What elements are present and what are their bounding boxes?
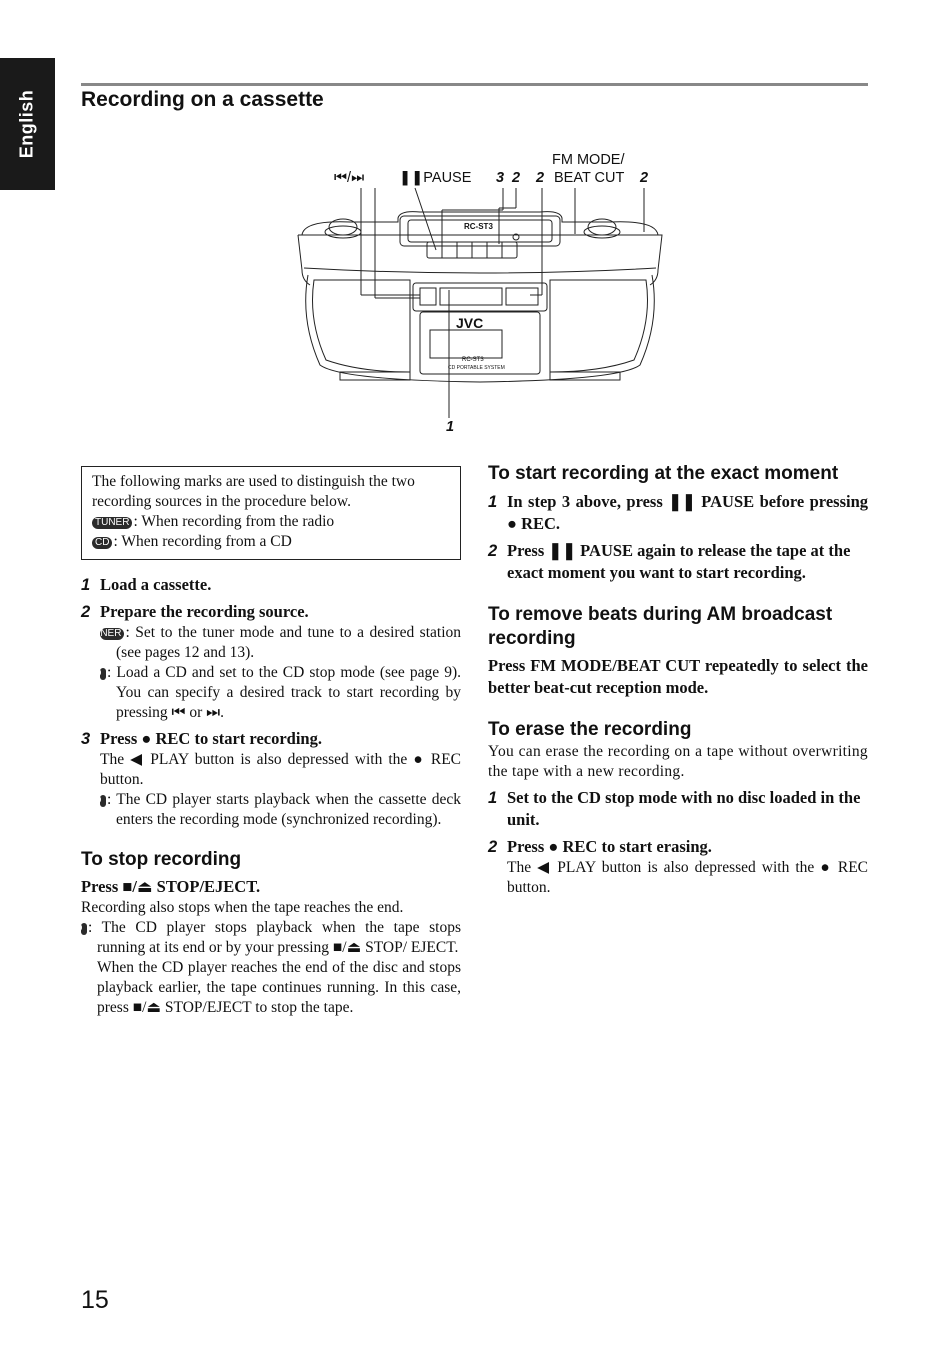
erase-body: You can erase the recording on a tape wi… (488, 743, 868, 780)
exact-step-2-text: Press ❚❚ PAUSE again to release the tape… (507, 541, 851, 582)
marks-legend-box: The following marks are used to distingu… (81, 466, 461, 560)
cd-badge: CD (68, 923, 87, 935)
model-sub-label: CD PORTABLE SYSTEM (448, 365, 505, 371)
step-3-cd-note: CD: The CD player starts playback when t… (81, 790, 461, 830)
callout-step-2c: 2 (640, 170, 649, 186)
callout-step-2b: 2 (536, 170, 545, 186)
tuner-badge: TUNER (92, 517, 133, 529)
cd-badge: CD (92, 537, 113, 549)
cd-badge: CD (87, 795, 106, 807)
exact-moment-heading: To start recording at the exact moment (488, 463, 839, 484)
stop-recording-instruction: Press ■/⏏ STOP/EJECT. (81, 877, 261, 896)
step-2: 2 Prepare the recording source. (81, 601, 461, 623)
model-label-top: RC-ST3 (464, 222, 493, 231)
step-1-text: Load a cassette. (100, 575, 212, 594)
remove-beats-heading: To remove beats during AM broadcast reco… (488, 604, 833, 649)
page-number: 15 (81, 1286, 109, 1314)
erase-step-1: 1 Set to the CD stop mode with no disc lo… (488, 787, 868, 831)
left-column: The following marks are used to distingu… (68, 462, 461, 1018)
step-2-text: Prepare the recording source. (100, 602, 309, 621)
step-3-text: Press ● REC to start recording. (100, 729, 322, 748)
model-label: RC-ST3 (462, 357, 484, 363)
erase-step-1-number: 1 (488, 789, 498, 807)
callout-step-3: 3 (496, 170, 505, 186)
step-2-cd-text: : Load a CD and set to the CD stop mode … (107, 664, 461, 721)
stop-recording-heading: To stop recording (81, 849, 242, 870)
step-2-number: 2 (81, 603, 91, 621)
stop-recording-cd-text: : The CD player stops playback when the … (88, 919, 461, 956)
erase-step-2-text: Press ● REC to start erasing. (507, 837, 712, 856)
stop-recording-body-1: Recording also stops when the tape reach… (81, 899, 404, 916)
stop-recording-body-2: When the CD player reaches the end of th… (97, 959, 461, 1016)
right-column: To start recording at the exact moment 1… (488, 462, 868, 898)
step-2-cd-note: CD: Load a CD and set to the CD stop mod… (81, 663, 461, 723)
erase-step-2: 2 Press ● REC to start erasing. (488, 836, 868, 858)
exact-step-1-text: In step 3 above, press ❚❚ PAUSE before p… (507, 492, 868, 533)
step-1: 1 Load a cassette. (81, 574, 461, 596)
marks-intro: The following marks are used to distingu… (92, 473, 415, 510)
exact-step-1-number: 1 (488, 493, 498, 511)
exact-step-2-number: 2 (488, 542, 498, 560)
language-tab: English (0, 58, 55, 190)
skip-buttons-label: ⏮/⏭ (334, 170, 365, 186)
tuner-badge: TUNER (87, 628, 125, 640)
fm-mode-label: FM MODE/ (552, 152, 625, 168)
callout-step-1: 1 (446, 419, 455, 435)
step-3: 3 Press ● REC to start recording. (81, 728, 461, 750)
callout-step-2a: 2 (512, 170, 521, 186)
erase-step-1-text: Set to the CD stop mode with no disc loa… (507, 788, 861, 829)
page-title: Recording on a cassette (81, 88, 324, 111)
boombox-illustration (297, 187, 663, 418)
cd-mark-row: CD: When recording from a CD (92, 532, 450, 552)
step-2-tuner-text: : Set to the tuner mode and tune to a de… (116, 624, 461, 661)
pause-button-label: ❚❚PAUSE (399, 170, 472, 186)
step-3-number: 3 (81, 730, 91, 748)
erase-heading: To erase the recording (488, 719, 692, 740)
step-3-cd-text: : The CD player starts playback when the… (107, 791, 461, 828)
cd-mark-text: : When recording from a CD (113, 533, 292, 550)
exact-step-1: 1 In step 3 above, press ❚❚ PAUSE before … (488, 491, 868, 535)
tuner-mark-text: : When recording from the radio (133, 513, 335, 530)
step-3-body: The ◀ PLAY button is also depressed with… (100, 751, 461, 788)
step-1-number: 1 (81, 576, 91, 594)
cd-badge: CD (87, 668, 106, 680)
tuner-mark-row: TUNER: When recording from the radio (92, 512, 450, 532)
beat-cut-label: BEAT CUT (554, 170, 625, 186)
erase-step-2-body: The ◀ PLAY button is also depressed with… (507, 859, 868, 896)
erase-step-2-number: 2 (488, 838, 498, 856)
boombox-diagram: ⏮/⏭ ❚❚PAUSE 3 2 2 FM MODE/ BEAT CUT 2 1 (290, 140, 670, 435)
brand-logo: JVC (456, 315, 484, 331)
top-rule (81, 83, 868, 86)
remove-beats-instruction: Press FM MODE/BEAT CUT repeatedly to sel… (488, 656, 868, 697)
step-2-tuner-note: TUNER: Set to the tuner mode and tune to… (81, 623, 461, 663)
stop-recording-cd-note: CD: The CD player stops playback when th… (68, 918, 461, 958)
language-tab-label: English (16, 89, 37, 159)
exact-step-2: 2 Press ❚❚ PAUSE again to release the tap… (488, 540, 868, 584)
